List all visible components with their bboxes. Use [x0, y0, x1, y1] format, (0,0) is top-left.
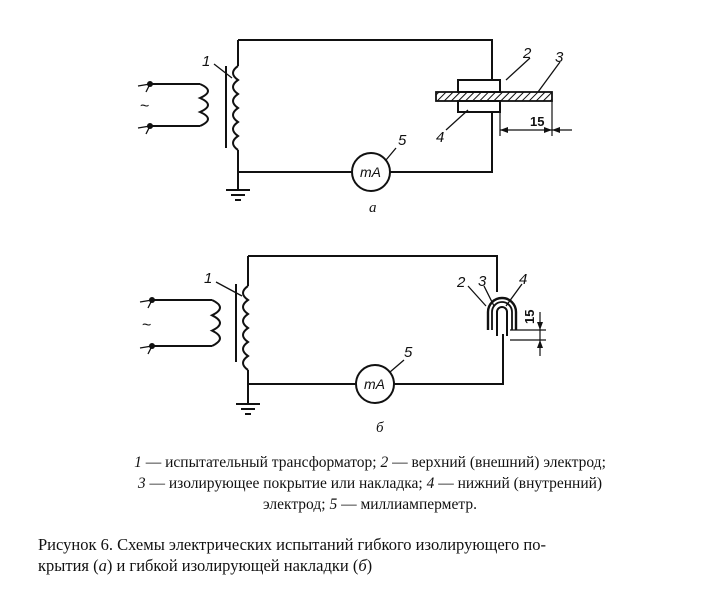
wire-bottom-right-a — [390, 112, 493, 173]
svg-text:~: ~ — [140, 98, 149, 115]
sublabel-b: б — [376, 420, 384, 436]
svg-text:~: ~ — [142, 317, 151, 334]
dimension-15-b: 15 — [510, 310, 546, 356]
caption-line2-mid: ) и гибкой изолирующей накладки ( — [106, 556, 359, 575]
wire-top-b — [248, 255, 498, 292]
legend-line-2: 3 — изолирующее покрытие или накладка; 4… — [60, 473, 680, 494]
electrode-assembly-a: 15 — [435, 79, 572, 136]
insulating-coating-a — [435, 91, 553, 102]
transformer-secondary-coil-a — [232, 40, 240, 186]
dimension-label-b: 15 — [522, 310, 537, 324]
caption-ref-a: а — [98, 556, 107, 575]
lower-electrode-b — [496, 306, 508, 336]
meter-label-a: mA — [360, 164, 381, 180]
ground-symbol-a — [226, 172, 250, 201]
wire-bottom-right-b — [394, 334, 504, 385]
label-4-b: 4 — [519, 271, 527, 288]
sublabel-a: а — [369, 200, 377, 216]
diagram-a: ~ mA — [137, 39, 572, 216]
legend-item3-num: 3 — [137, 475, 146, 492]
legend-item5-num: 5 — [329, 496, 338, 513]
wire-top-a — [238, 39, 493, 80]
legend-line-3: электрод; 5 — миллиамперметр. — [60, 494, 680, 515]
ground-symbol-b — [236, 384, 260, 415]
insulating-coating-b — [491, 301, 513, 330]
legend-item2-num: 2 — [380, 454, 389, 471]
callouts-b: 1 2 3 4 5 — [204, 270, 527, 373]
milliammeter-a: mA — [351, 152, 391, 192]
legend-item4-text: — нижний (внутренний) — [434, 475, 603, 492]
legend-item1-num: 1 — [134, 454, 142, 471]
legend-item2-text: — верхний (внешний) электрод; — [388, 454, 606, 471]
caption-line2-post: ) — [366, 556, 373, 575]
caption-line2-pre: крытия ( — [38, 556, 99, 575]
label-4-a: 4 — [436, 129, 444, 146]
upper-electrode-b — [486, 296, 518, 330]
diagram-b: ~ mA — [139, 255, 546, 436]
label-1-a: 1 — [202, 53, 210, 70]
ac-source-a: ~ — [137, 81, 200, 135]
upper-electrode-a — [457, 79, 501, 93]
figure-caption: Рисунок 6. Схемы электрических испытаний… — [38, 534, 708, 576]
legend-item1-text: — испытательный трансформатор; — [141, 454, 381, 471]
label-5-a: 5 — [398, 132, 407, 149]
lower-electrode-a — [457, 100, 501, 113]
caption-ref-b: б — [358, 556, 367, 575]
milliammeter-b: mA — [355, 364, 395, 404]
meter-label-b: mA — [364, 376, 385, 392]
caption-line-2: крытия (а) и гибкой изолирующей накладки… — [38, 555, 708, 576]
label-3-b: 3 — [478, 273, 487, 290]
callouts-a: 1 2 3 4 5 — [202, 45, 564, 161]
label-5-b: 5 — [404, 344, 413, 361]
transformer-primary-coil-b — [209, 299, 221, 347]
label-2-a: 2 — [522, 45, 532, 62]
label-1-b: 1 — [204, 270, 212, 287]
legend-line-1: 1 — испытательный трансформатор; 2 — вер… — [60, 452, 680, 473]
label-3-a: 3 — [555, 49, 564, 66]
legend-item3-text: — изолирующее покрытие или накладка; — [145, 475, 427, 492]
dimension-15-a: 15 — [499, 101, 572, 136]
circuit-diagrams: ~ mA — [137, 39, 572, 436]
transformer-primary-coil-a — [197, 83, 209, 127]
transformer-secondary-coil-b — [242, 256, 250, 386]
legend-item4-num: 4 — [426, 475, 435, 492]
legend-item5-text: — миллиамперметр. — [337, 496, 477, 513]
dimension-label-a: 15 — [530, 114, 544, 129]
electrode-assembly-b: 15 — [486, 296, 546, 356]
ac-source-b: ~ — [139, 297, 212, 355]
legend: 1 — испытательный трансформатор; 2 — вер… — [60, 452, 680, 515]
caption-line-1: Рисунок 6. Схемы электрических испытаний… — [38, 535, 546, 554]
legend-item4-cont: электрод; — [263, 496, 330, 513]
label-2-b: 2 — [456, 274, 466, 291]
